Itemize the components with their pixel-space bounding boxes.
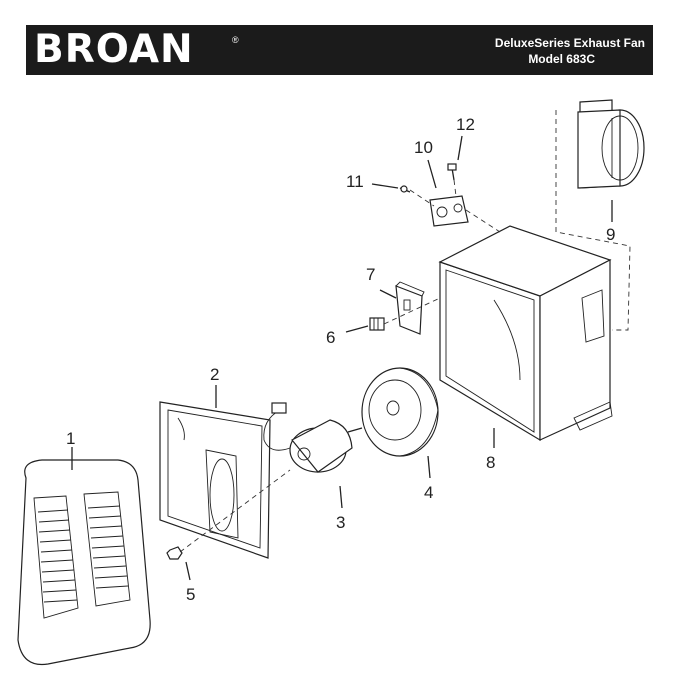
part-nut (166, 546, 183, 560)
product-title: DeluxeSeries Exhaust Fan (494, 36, 645, 50)
callout-2: 2 (210, 365, 219, 384)
callout-3: 3 (336, 513, 345, 532)
part-screw-12 (447, 163, 457, 181)
part-duct-connector (577, 99, 645, 189)
leader-lines (71, 135, 613, 581)
part-housing (438, 225, 613, 442)
part-mounting-plate (159, 401, 271, 559)
part-clip (429, 195, 469, 227)
callout-1: 1 (66, 429, 75, 448)
callout-4: 4 (424, 483, 433, 502)
model-number: Model 683C (528, 52, 595, 66)
callout-8: 8 (486, 453, 495, 472)
callout-5: 5 (186, 585, 195, 604)
part-blower-wheel (361, 367, 439, 457)
assembly-lines (179, 110, 631, 553)
callout-labels: 1 2 3 4 5 6 7 8 9 10 11 12 (66, 115, 615, 604)
part-connector (369, 317, 385, 331)
part-grille (17, 459, 151, 666)
part-bracket (395, 281, 425, 335)
header-bar: BROAN ® DeluxeSeries Exhaust Fan Model 6… (26, 25, 653, 75)
callout-7: 7 (366, 265, 375, 284)
part-motor (263, 402, 363, 473)
callout-11: 11 (346, 172, 364, 191)
callout-12: 12 (456, 115, 475, 134)
callout-10: 10 (414, 138, 433, 157)
part-screw-11 (399, 185, 411, 193)
broan-logo: BROAN (34, 27, 194, 72)
registered-mark: ® (232, 35, 239, 45)
callout-6: 6 (326, 328, 335, 347)
callout-9: 9 (606, 225, 615, 244)
